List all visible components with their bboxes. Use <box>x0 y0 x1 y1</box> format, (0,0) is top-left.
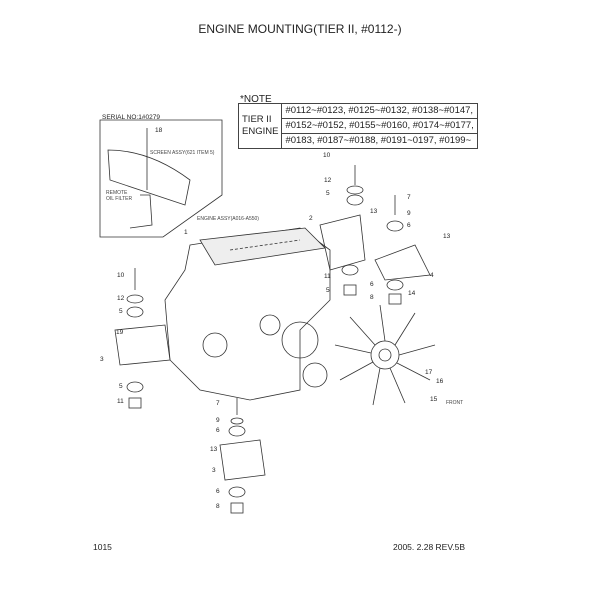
fan <box>334 304 436 406</box>
oil-filter-hose <box>129 194 153 229</box>
remote-filter-label: REMOTE OIL FILTER <box>106 190 133 202</box>
callout: 16 <box>436 378 444 385</box>
engine-assy-label: ENGINE ASSY(A016-A550) <box>197 216 259 222</box>
callout: 7 <box>407 194 411 201</box>
callout: 2 <box>309 215 313 222</box>
callout: 12 <box>117 295 125 302</box>
callout: 3 <box>100 356 104 363</box>
callout: 6 <box>407 222 411 229</box>
callout: 5 <box>119 383 123 390</box>
callout: 13 <box>443 233 451 240</box>
serial-range: #0183, #0187~#0188, #0191~0197, #0199~ <box>281 133 478 149</box>
left-mount <box>114 268 171 409</box>
inset-serial: SERIAL NO:1#0279 <box>102 114 160 121</box>
callout: 19 <box>116 329 124 336</box>
callout: 8 <box>370 294 374 301</box>
callout: 10 <box>117 272 125 279</box>
callout: 18 <box>155 127 163 134</box>
screen-assy-label: SCREEN ASSY(621 ITEM 5) <box>150 150 215 156</box>
note-label: *NOTE <box>240 94 272 105</box>
callout: 6 <box>216 427 220 434</box>
callout: 6 <box>216 488 220 495</box>
callout: 10 <box>323 152 331 159</box>
callout: 6 <box>370 281 374 288</box>
callout: 5 <box>326 190 330 197</box>
callout: 7 <box>216 400 220 407</box>
callout: 11 <box>117 398 124 405</box>
callout: 11 <box>324 273 331 280</box>
note-table: TIER II ENGINE #0112~#0123, #0125~#0132,… <box>237 103 478 149</box>
callout: 13 <box>370 208 378 215</box>
callout: 1 <box>184 229 188 236</box>
revision-date: 2005. 2.28 REV.5B <box>393 542 465 552</box>
rear-right-mount <box>374 195 431 305</box>
engine-type: TIER II ENGINE <box>237 103 283 149</box>
callout: 9 <box>407 210 411 217</box>
screen-part <box>107 149 191 206</box>
callout: 14 <box>408 290 416 297</box>
front-label: FRONT <box>446 400 464 406</box>
callout: 15 <box>430 396 438 403</box>
callout: 4 <box>430 272 434 279</box>
callout: 17 <box>425 369 433 376</box>
bottom-mount <box>219 398 266 514</box>
front-right-mount <box>319 165 366 296</box>
callout: 5 <box>119 308 123 315</box>
pulley <box>281 321 319 359</box>
callout: 12 <box>324 177 332 184</box>
callout: 8 <box>216 503 220 510</box>
callout: 3 <box>212 467 216 474</box>
inset-frame <box>99 119 223 238</box>
callout: 9 <box>216 417 220 424</box>
callout: 13 <box>210 446 218 453</box>
page-number: 1015 <box>93 542 112 552</box>
valve-cover <box>199 227 326 266</box>
page-title: ENGINE MOUNTING(TIER II, #0112-) <box>198 22 402 36</box>
callout: 5 <box>326 287 330 294</box>
